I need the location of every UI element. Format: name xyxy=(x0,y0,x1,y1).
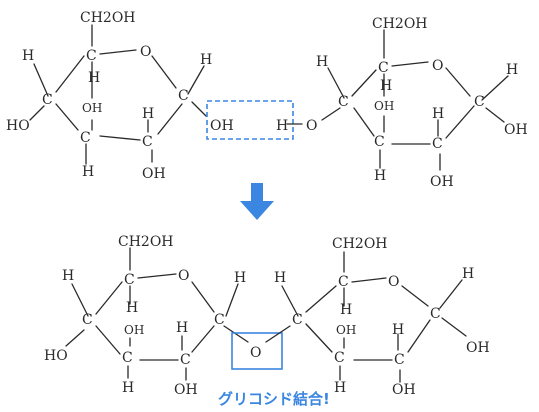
hydroxyl-label: OH xyxy=(174,382,198,398)
hydrogen-label: H xyxy=(62,268,74,284)
ch2oh-label: CH2OH xyxy=(80,10,136,26)
ring-oxygen-label: O xyxy=(388,274,399,290)
top-right-sugar: CH2OH C O H C OH H C O OH H C H H C OH xyxy=(306,16,528,190)
hydroxyl-label: OH xyxy=(336,323,356,337)
glycosidic-oxygen: O xyxy=(231,325,291,370)
carbon-label: C xyxy=(394,352,405,368)
carbon-label: C xyxy=(334,350,345,366)
hydroxyl-label: OH xyxy=(466,340,490,356)
hydrogen-label: H xyxy=(88,70,100,86)
carbon-label: C xyxy=(180,352,191,368)
carbon-label: C xyxy=(338,274,349,290)
hydroxyl-label: OH xyxy=(210,118,234,134)
carbon-label: C xyxy=(432,136,443,152)
carbon-label: C xyxy=(142,134,153,150)
hydrogen-label: H xyxy=(274,270,286,286)
carbon-label: C xyxy=(86,48,97,64)
hydroxyl-label: OH xyxy=(124,323,144,337)
hydrogen-label: H xyxy=(82,164,94,180)
bottom-left-sugar: CH2OH C O H C H C HO H OH C H H C OH xyxy=(44,234,249,398)
top-reacting-groups: OH H xyxy=(206,100,303,140)
reaction-arrow xyxy=(240,183,274,220)
hydroxyl-label: OH xyxy=(504,122,528,138)
hydroxyl-label: OH xyxy=(392,382,416,398)
hydrogen-label: H xyxy=(176,320,188,336)
hydrogen-label: H xyxy=(392,322,404,338)
dashed-highlight-box xyxy=(206,100,294,140)
hydroxyl-label: OH xyxy=(82,101,102,115)
carbon-label: C xyxy=(430,306,441,322)
hydrogen-label: H xyxy=(374,168,386,184)
bottom-right-sugar: CH2OH C O H C OH H C H OH C H H C OH xyxy=(274,236,490,398)
hydrogen-label: H xyxy=(334,380,346,396)
hydrogen-label: H xyxy=(234,270,246,286)
hydrogen-label: H xyxy=(126,300,138,316)
highlight-box xyxy=(231,332,283,370)
ch2oh-label: CH2OH xyxy=(118,234,174,250)
hydroxyl-label: HO xyxy=(44,348,68,364)
hydrogen-label: H xyxy=(506,62,518,78)
hydrogen-label: H xyxy=(122,380,134,396)
ch2oh-label: CH2OH xyxy=(332,236,388,252)
carbon-label: C xyxy=(122,350,133,366)
hydrogen-label: H xyxy=(316,54,328,70)
hydroxyl-label: OH xyxy=(430,174,454,190)
top-left-sugar: CH2OH C O H C H C HO OH H C H H C OH xyxy=(6,10,212,182)
ring-oxygen-label: O xyxy=(140,44,151,60)
carbon-label: C xyxy=(292,312,303,328)
carbon-label: C xyxy=(378,60,389,76)
carbon-label: C xyxy=(82,312,93,328)
hydrogen-label: H xyxy=(22,48,34,64)
linking-oxygen-label: O xyxy=(306,118,317,134)
carbon-label: C xyxy=(178,88,189,104)
carbon-label: C xyxy=(124,272,135,288)
carbon-label: C xyxy=(214,312,225,328)
carbon-label: C xyxy=(374,134,385,150)
ch2oh-label: CH2OH xyxy=(372,16,428,32)
hydroxyl-label: OH xyxy=(142,166,166,182)
hydrogen-label: H xyxy=(142,106,154,122)
hydrogen-label: H xyxy=(380,78,392,94)
carbon-label: C xyxy=(338,94,349,110)
hydrogen-label: H xyxy=(432,106,444,122)
hydrogen-label: H xyxy=(200,52,212,68)
glycosidic-bond-caption: グリコシド結合! xyxy=(218,390,330,408)
bridge-oxygen-label: O xyxy=(250,345,261,361)
carbon-label: C xyxy=(80,130,91,146)
carbon-label: C xyxy=(42,92,53,108)
hydroxyl-label: HO xyxy=(6,118,30,134)
carbon-label: C xyxy=(474,94,485,110)
ring-oxygen-label: O xyxy=(178,268,189,284)
hydrogen-label: H xyxy=(276,118,288,134)
hydrogen-label: H xyxy=(462,266,474,282)
hydroxyl-label: OH xyxy=(374,99,394,113)
ring-oxygen-label: O xyxy=(432,58,443,74)
hydrogen-label: H xyxy=(340,302,352,318)
